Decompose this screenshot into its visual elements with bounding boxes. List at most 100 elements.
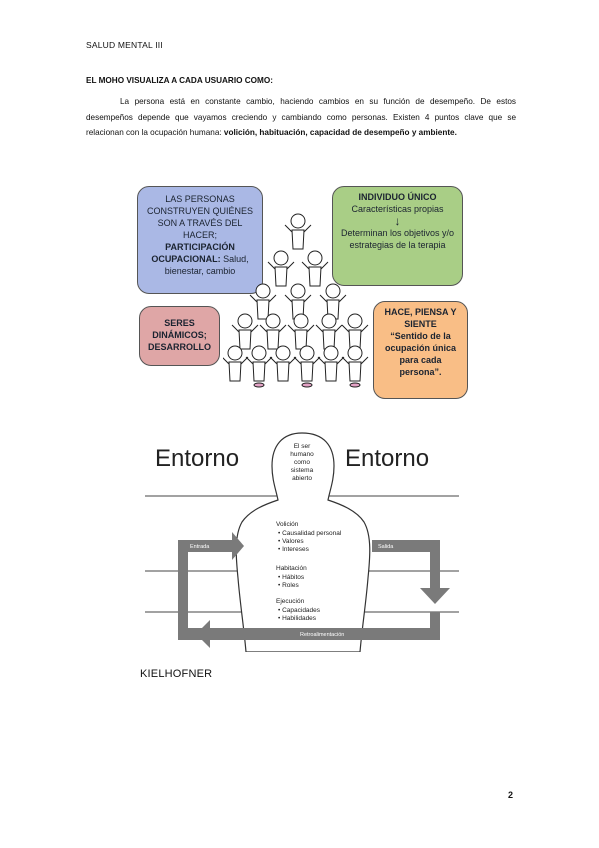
participation-detail: PARTICIPACIÓN OCUPACIONAL: Salud, bienes… — [144, 241, 256, 277]
volicion-item-3: • Intereses — [278, 546, 310, 553]
person-head — [290, 213, 306, 229]
person-arms — [249, 294, 277, 303]
subsystems-text-group: Volición • Causalidad personal • Valores… — [190, 521, 394, 638]
person-head — [251, 345, 267, 361]
person-head — [275, 345, 291, 361]
head-line-3: como — [294, 459, 310, 466]
person-head — [347, 313, 363, 329]
unique-individual-title: INDIVIDUO ÚNICO — [358, 192, 437, 202]
habituacion-item-1: • Hábitos — [278, 574, 305, 581]
person-shoes — [301, 382, 313, 388]
running-header: SALUD MENTAL III — [86, 40, 163, 50]
person-head — [265, 313, 281, 329]
person-arms — [319, 294, 347, 303]
person-head — [237, 313, 253, 329]
person-head — [347, 345, 363, 361]
person-head — [293, 313, 309, 329]
person-head — [307, 250, 323, 266]
person-head — [255, 283, 271, 299]
person-body — [300, 361, 314, 382]
ejecucion-item-1: • Capacidades — [278, 607, 321, 614]
person-body — [252, 361, 266, 382]
person-arms — [341, 324, 369, 333]
feedback-bottom-bar — [210, 628, 440, 640]
participation-box: LAS PERSONAS CONSTRUYEN QUIÉNES SON A TR… — [137, 186, 263, 294]
habituacion-title: Habitación — [276, 565, 307, 572]
volicion-item-2: • Valores — [278, 538, 304, 545]
environment-right-label: Entorno — [345, 445, 429, 472]
head-line-2: humano — [290, 451, 314, 458]
person-body — [228, 361, 242, 382]
person-head — [299, 345, 315, 361]
person-body — [266, 329, 280, 350]
own-characteristics: Características propias — [351, 204, 444, 214]
participation-rest: Salud, bienestar, cambio — [164, 254, 249, 276]
participation-line: LAS PERSONAS CONSTRUYEN QUIÉNES SON A TR… — [146, 194, 253, 240]
feedback-left-bar — [178, 540, 188, 640]
output-right-bar — [430, 540, 440, 588]
people-pyramid-illustration — [223, 213, 369, 388]
person-arms — [341, 356, 369, 365]
input-label: Entrada — [190, 544, 210, 550]
person-head — [325, 283, 341, 299]
participation-bold: PARTICIPACIÓN OCUPACIONAL: — [151, 242, 235, 264]
output-label: Salida — [378, 544, 394, 550]
page-number: 2 — [508, 790, 514, 800]
person-arms — [231, 324, 259, 333]
output-arrow-head — [420, 588, 450, 604]
input-arrow-body — [178, 540, 232, 552]
person-body — [308, 266, 322, 287]
person-head — [323, 345, 339, 361]
feedback-right-bar — [430, 612, 440, 640]
unique-individual-box: INDIVIDUO ÚNICO Características propias … — [332, 186, 463, 286]
human-silhouette — [235, 432, 371, 652]
habituacion-item-2: • Roles — [278, 582, 299, 589]
person-arms — [287, 324, 315, 333]
person-body — [276, 361, 290, 382]
down-arrow-icon: ↓ — [394, 214, 401, 228]
author-label: KIELHOFNER — [140, 668, 213, 680]
person-body — [256, 299, 270, 320]
head-line-4: sistema — [291, 467, 314, 474]
head-text-group: El ser humano como sistema abierto — [290, 443, 314, 482]
person-body — [324, 361, 338, 382]
paragraph-bold-terms: volición, habituación, capacidad de dese… — [223, 128, 457, 138]
person-body — [348, 361, 362, 382]
dynamic-beings-text: SERES DINÁMICOS; DESARROLLO — [148, 318, 211, 352]
volicion-title: Volición — [276, 521, 299, 528]
does-thinks-feels-title: HACE, PIENSA Y SIENTE — [384, 307, 457, 329]
person-arms — [284, 294, 312, 303]
person-shoes — [253, 382, 265, 388]
occupation-meaning-quote: “Sentido de la ocupación única para cada… — [384, 331, 456, 377]
feedback-label: Retroalimentación — [300, 632, 344, 638]
feedback-bottom-left — [178, 628, 210, 640]
head-line-1: El ser — [294, 443, 311, 450]
input-arrow-head — [232, 532, 244, 560]
therapy-goals: Determinan los objetivos y/o estrategias… — [340, 228, 455, 250]
body-paragraph: La persona está en constante cambio, hac… — [86, 94, 516, 141]
person-head — [227, 345, 243, 361]
does-thinks-feels-box: HACE, PIENSA Y SIENTE “Sentido de la ocu… — [373, 301, 468, 399]
person-arms — [284, 224, 312, 233]
volicion-item-1: • Causalidad personal — [278, 530, 342, 537]
person-body — [238, 329, 252, 350]
output-arrow-body — [372, 540, 440, 552]
person-arms — [301, 261, 329, 270]
person-arms — [315, 324, 343, 333]
paragraph-text: La persona está en constante cambio, hac… — [86, 97, 516, 138]
person-head — [290, 283, 306, 299]
person-head — [321, 313, 337, 329]
section-title: EL MOHO VISUALIZA A CADA USUARIO COMO: — [86, 76, 273, 85]
person-shoes — [349, 382, 361, 388]
environment-left-label: Entorno — [155, 445, 239, 472]
dynamic-beings-box: SERES DINÁMICOS; DESARROLLO — [139, 306, 220, 366]
head-line-5: abierto — [292, 475, 312, 482]
open-system-diagram: Entorno Entorno El ser humano como siste… — [145, 432, 459, 652]
ejecucion-title: Ejecución — [276, 598, 305, 605]
person-head — [273, 250, 289, 266]
person-arms — [259, 324, 287, 333]
ejecucion-item-2: • Habilidades — [278, 615, 317, 622]
person-body — [291, 229, 305, 250]
person-body — [274, 266, 288, 287]
person-arms — [267, 261, 295, 270]
